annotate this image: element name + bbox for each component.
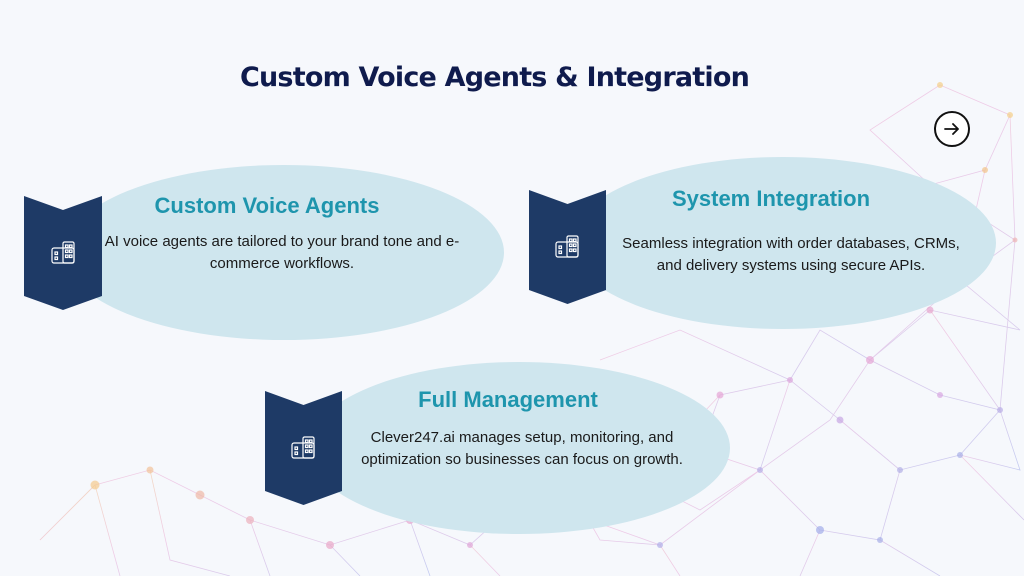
grid-icon	[51, 241, 75, 264]
card-title: Full Management	[418, 387, 598, 412]
card-title: System Integration	[671, 186, 871, 211]
card-description: Seamless integration with order database…	[622, 235, 960, 274]
card-badge	[24, 196, 102, 310]
grid-icon	[555, 235, 579, 258]
card-oval	[64, 165, 504, 340]
card-badge	[265, 391, 342, 505]
card-oval	[308, 362, 730, 534]
card-oval	[570, 157, 996, 329]
arrow-right-icon	[944, 123, 959, 135]
page-title: Custom Voice Agents & Integration	[240, 62, 750, 93]
grid-icon	[291, 436, 315, 459]
card-description: Clever247.ai manages setup, monitoring, …	[361, 429, 683, 468]
card-title: Custom Voice Agents	[154, 193, 380, 218]
card-badge	[529, 190, 606, 304]
card-description: AI voice agents are tailored to your bra…	[104, 233, 460, 272]
next-button[interactable]	[934, 111, 970, 147]
